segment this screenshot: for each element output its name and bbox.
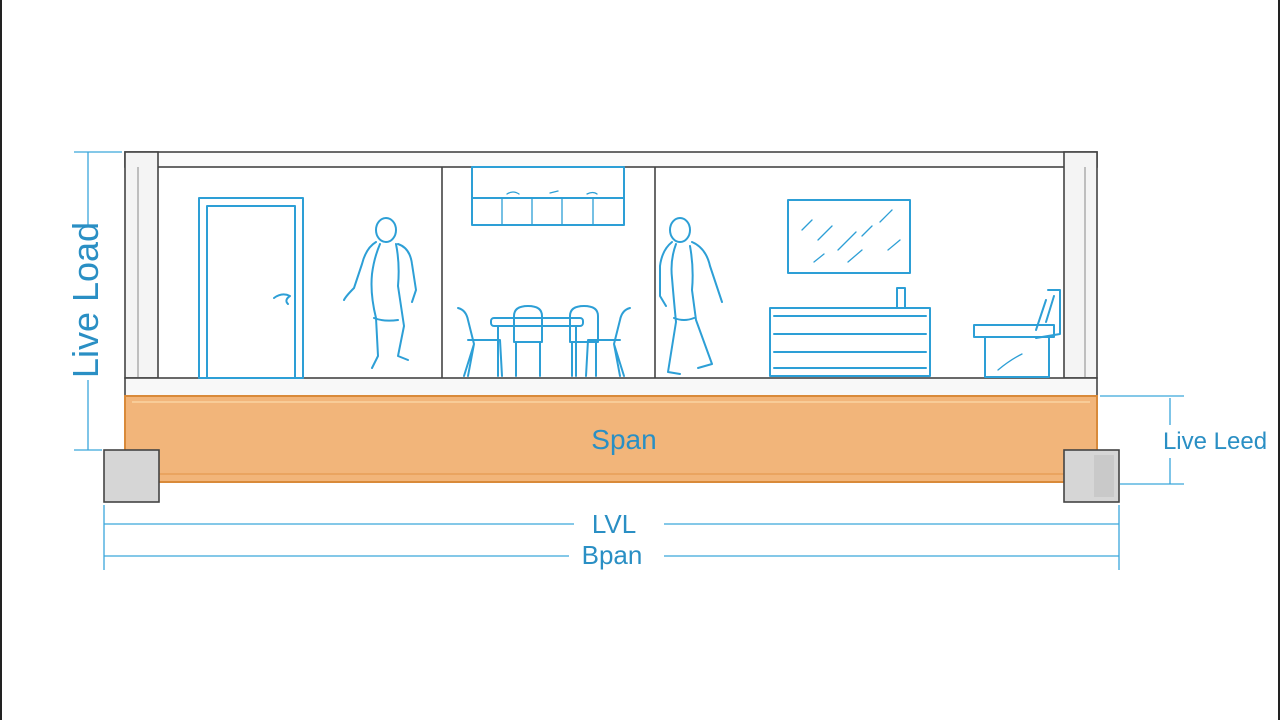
live-load-dimension-right: Live Leed xyxy=(1100,395,1267,485)
left-support xyxy=(103,449,160,503)
live-load-label-right: Live Leed xyxy=(1163,428,1267,455)
lvl-label: LVL xyxy=(592,509,636,539)
left-wall xyxy=(124,151,159,379)
building-structure xyxy=(124,151,1098,397)
picture-frame-icon xyxy=(787,199,911,274)
door-icon xyxy=(198,197,304,379)
person-walking-icon xyxy=(343,217,417,369)
dresser-icon xyxy=(769,287,931,377)
floor-slab xyxy=(124,377,1098,397)
live-load-label-vertical: Live Load xyxy=(65,222,106,378)
span-dimension-line: Bpan xyxy=(104,540,1119,570)
right-wall xyxy=(1063,151,1098,379)
span-dimension-label: Bpan xyxy=(582,540,643,570)
person-walking-icon xyxy=(659,217,723,375)
armchair-icon xyxy=(973,289,1061,378)
live-load-dimension-left: Live Load xyxy=(65,151,122,451)
lvl-beam xyxy=(124,395,1098,483)
span-label: Span xyxy=(591,424,656,455)
roof-slab xyxy=(124,151,1098,168)
dining-table-icon xyxy=(457,305,631,377)
wall-cabinet-icon xyxy=(471,166,625,226)
lvl-dimension-line: LVL xyxy=(103,505,1120,570)
